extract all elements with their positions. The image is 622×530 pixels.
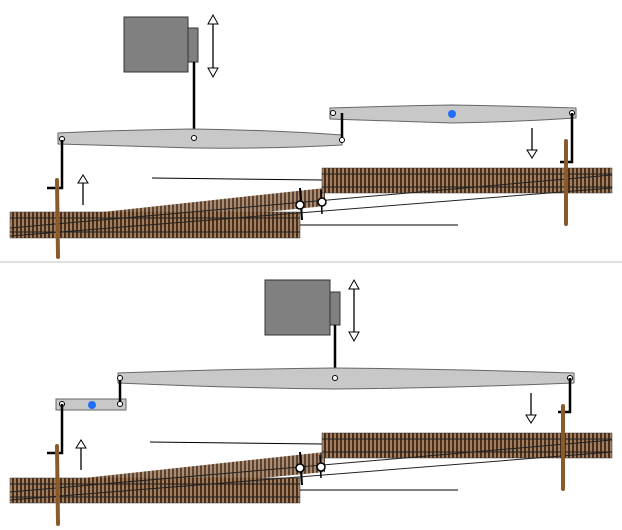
double-arrow-icon <box>207 13 219 79</box>
guide-line <box>149 441 323 445</box>
main-lever <box>117 367 575 390</box>
left-post <box>55 178 60 259</box>
rail-joint <box>295 451 326 486</box>
main-lever <box>57 128 343 149</box>
left-throw-rod <box>47 140 64 190</box>
arrow-down-icon <box>525 392 537 424</box>
guide-line <box>151 177 323 181</box>
double-arrow-icon <box>348 278 360 343</box>
motor <box>264 279 341 336</box>
left-post <box>55 444 60 526</box>
fixed-pivot-blue <box>448 110 456 118</box>
top-panel <box>9 13 613 259</box>
arrow-up-icon <box>75 439 87 471</box>
left-throw-rod <box>47 404 64 455</box>
arrow-up-icon <box>77 174 89 206</box>
arrow-down-icon <box>526 127 538 159</box>
fixed-pivot-blue <box>88 401 96 409</box>
bottom-panel <box>9 278 613 526</box>
rail-joint <box>295 187 327 221</box>
motor <box>123 16 199 73</box>
track <box>9 167 613 239</box>
